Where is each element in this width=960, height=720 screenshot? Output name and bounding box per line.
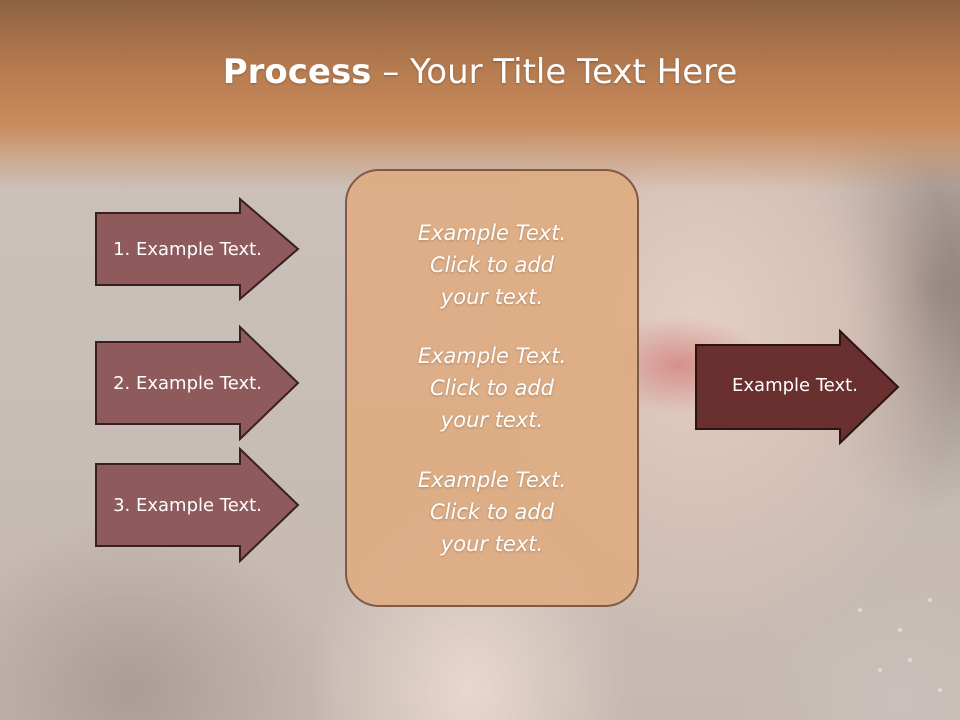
- arrow-shape-icon: [695, 328, 900, 446]
- process-text-1[interactable]: Example Text. Click to add your text.: [417, 220, 567, 309]
- sparkle-decoration: [840, 580, 960, 720]
- title-bold: Process: [222, 52, 372, 92]
- input-arrow-2[interactable]: 2. Example Text.: [95, 324, 300, 442]
- arrow-shape-icon: [95, 446, 300, 564]
- input-arrow-3[interactable]: 3. Example Text.: [95, 446, 300, 564]
- title-rest: – Your Title Text Here: [371, 52, 738, 92]
- input-arrow-1[interactable]: 1. Example Text.: [95, 196, 300, 302]
- output-arrow-label: Example Text.: [732, 374, 858, 396]
- input-arrow-label: 3. Example Text.: [113, 494, 262, 516]
- arrow-shape-icon: [95, 196, 300, 302]
- slide-title[interactable]: Process – Your Title Text Here: [0, 52, 960, 92]
- process-box[interactable]: Example Text. Click to add your text. Ex…: [345, 169, 639, 607]
- input-arrow-label: 2. Example Text.: [113, 372, 262, 394]
- title-band: [0, 0, 960, 190]
- process-text-3[interactable]: Example Text. Click to add your text.: [417, 467, 567, 556]
- output-arrow[interactable]: Example Text.: [695, 328, 900, 446]
- arrow-shape-icon: [95, 324, 300, 442]
- input-arrow-label: 1. Example Text.: [113, 238, 262, 260]
- process-text-2[interactable]: Example Text. Click to add your text.: [417, 344, 567, 432]
